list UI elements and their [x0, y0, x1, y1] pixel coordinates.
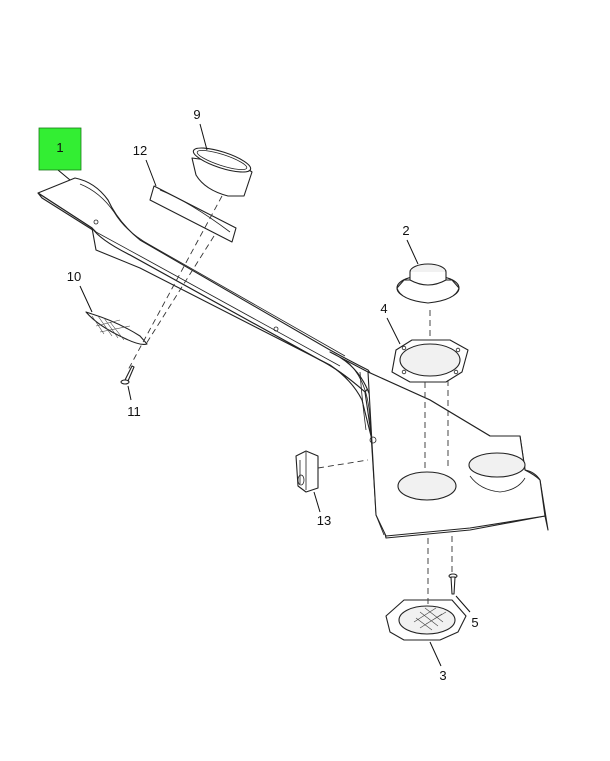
callout-5-label[interactable]: 5 [471, 615, 478, 630]
assembly-dashed-lines [127, 195, 453, 606]
callout-1-label[interactable]: 1 [56, 140, 63, 155]
part-9-cap [191, 147, 253, 197]
main-housing-part [37, 177, 549, 539]
callout-1-highlight[interactable] [38, 127, 82, 171]
part-2-knob [396, 263, 460, 304]
callout-4-label[interactable]: 4 [380, 301, 387, 316]
callout-11-label[interactable]: 11 [127, 404, 141, 419]
leader-lines [57, 123, 471, 667]
callout-2-label[interactable]: 2 [402, 223, 409, 238]
callout-12-label[interactable]: 12 [133, 143, 147, 158]
callout-9-label[interactable]: 9 [193, 107, 200, 122]
callout-10-label[interactable]: 10 [67, 269, 81, 284]
part-3-bottom-ring [385, 599, 467, 641]
part-12-gasket [149, 185, 237, 243]
part-5-screw [448, 573, 458, 595]
part-13-clip [295, 450, 319, 493]
part-11-screw [120, 365, 135, 385]
part-4-ring [391, 339, 469, 383]
callout-3-label[interactable]: 3 [439, 668, 446, 683]
callout-13-label[interactable]: 13 [317, 513, 331, 528]
part-10-grille [85, 311, 148, 345]
